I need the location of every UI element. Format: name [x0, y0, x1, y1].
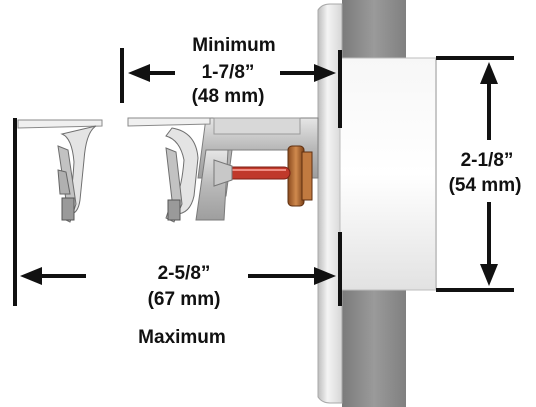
dimension-cup-diameter [436, 56, 514, 292]
arrowhead-max-right [314, 267, 336, 285]
cup-diameter-metric-value: (54 mm) [448, 175, 522, 196]
dimension-maximum [13, 118, 342, 306]
maximum-caption: Maximum [138, 327, 226, 348]
arrowhead-cup-top [480, 62, 498, 84]
sprinkler-minimum-position [127, 117, 319, 223]
minimum-caption: Minimum [192, 35, 276, 56]
arrowhead-max-left [20, 267, 42, 285]
escutcheon-plate [317, 3, 343, 404]
arrowhead-min-right [314, 64, 336, 82]
glass-bulb [225, 166, 291, 180]
dimension-minimum [120, 48, 342, 128]
maximum-imperial-value: 2-5/8” [157, 263, 211, 284]
arrowhead-min-left [128, 64, 150, 82]
cup-diameter-imperial-value: 2-1/8” [460, 150, 514, 171]
minimum-imperial-value: 1-7/8” [201, 62, 255, 83]
minimum-metric-value: (48 mm) [191, 86, 265, 107]
arrowhead-cup-bottom [480, 264, 498, 286]
maximum-metric-value: (67 mm) [147, 289, 221, 310]
escutcheon-cup [339, 57, 437, 291]
sprinkler-maximum-position [17, 119, 103, 223]
